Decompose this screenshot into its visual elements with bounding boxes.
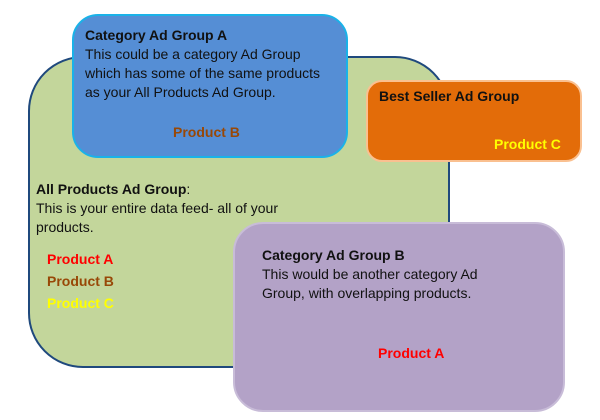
category-b-title: Category Ad Group B [262, 247, 405, 263]
best-seller-product-c: Product C [494, 136, 561, 152]
best-seller-title: Best Seller Ad Group [379, 88, 520, 104]
all-products-product-a: Product A [47, 251, 114, 267]
all-products-title: All Products Ad Group [36, 181, 187, 197]
category-ad-group-a-box: Category Ad Group A This could be a cate… [72, 14, 348, 158]
category-a-description: This could be a category Ad Group which … [85, 46, 321, 100]
category-b-product-a: Product A [378, 345, 445, 361]
all-products-description: This is your entire data feed- all of yo… [36, 200, 279, 235]
category-a-title: Category Ad Group A [85, 27, 228, 43]
category-b-description: This would be another category Ad Group,… [262, 266, 478, 301]
title-colon: : [186, 181, 191, 197]
category-a-product-b: Product B [173, 124, 240, 140]
all-products-product-c: Product C [47, 295, 114, 311]
best-seller-ad-group-box: Best Seller Ad Group Product C [366, 80, 582, 162]
all-products-product-b: Product B [47, 273, 114, 289]
category-ad-group-b-box: Category Ad Group B This would be anothe… [233, 222, 565, 412]
all-products-text: All Products Ad Group: This is your enti… [36, 180, 296, 237]
